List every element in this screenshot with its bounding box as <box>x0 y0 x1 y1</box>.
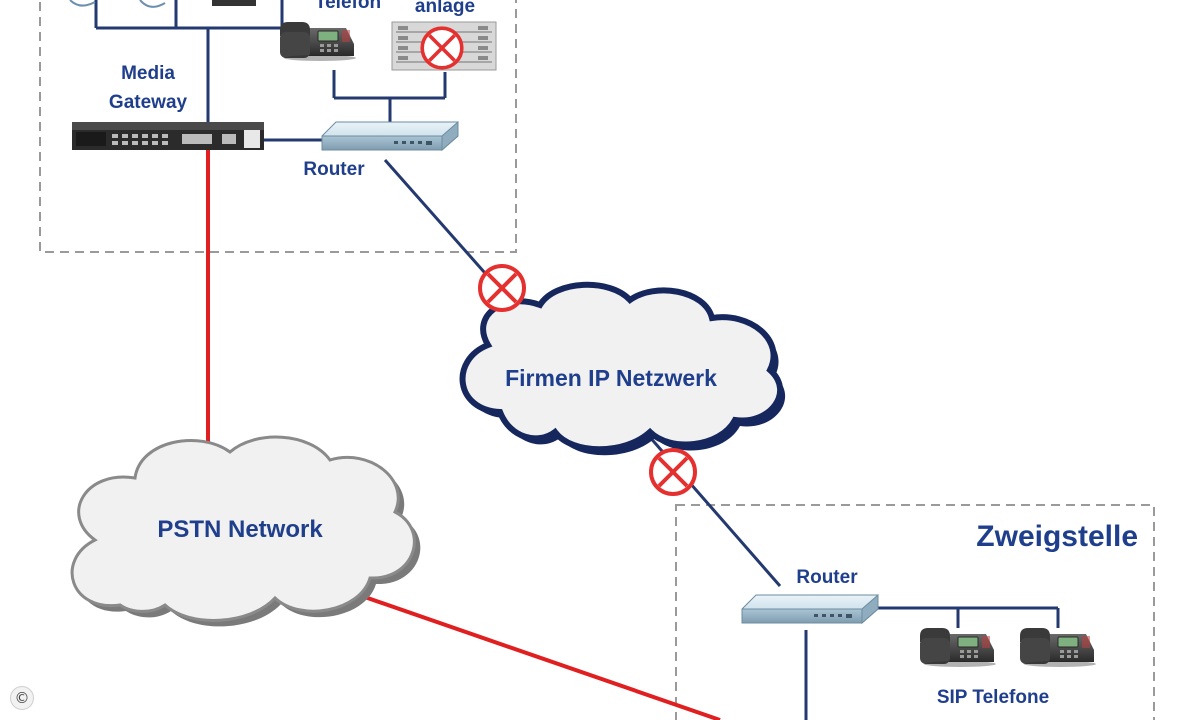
telefon-label: Telefon <box>315 0 381 13</box>
router-branch-label: Router <box>796 567 858 588</box>
headquarters-site-box <box>39 0 517 253</box>
sip-phone-icon-2 <box>1019 627 1097 668</box>
pbx-failure-x-icon <box>420 26 464 70</box>
desk-phone-icon <box>279 21 357 62</box>
cable-fragment-icon <box>69 0 166 8</box>
router-branch-icon <box>741 594 879 624</box>
sip-telefone-label: SIP Telefone <box>937 687 1049 708</box>
media-gateway-label-line1: Media <box>121 63 175 84</box>
branch-site-box <box>675 504 1155 720</box>
pstn-cloud-icon <box>70 435 421 627</box>
media-gateway-label-line2: Gateway <box>109 92 188 113</box>
link-failure-x-icon-bottom <box>649 448 697 496</box>
copyright-icon: © <box>10 686 34 710</box>
link-failure-x-icon-top <box>478 264 526 312</box>
router-main-label: Router <box>303 159 365 180</box>
top-connection-bus <box>94 0 284 132</box>
sip-phone-icon-1 <box>919 627 997 668</box>
media-gateway-icon <box>72 122 264 150</box>
firmen-ip-cloud-icon <box>459 281 786 456</box>
pstn-cloud-label: PSTN Network <box>157 516 323 543</box>
zweigstelle-label: Zweigstelle <box>976 520 1138 553</box>
firmen-ip-cloud-label: Firmen IP Netzwerk <box>505 365 717 391</box>
anlage-label: anlage <box>415 0 475 17</box>
ip-links <box>262 70 1060 720</box>
device-fragment-icon <box>212 0 256 6</box>
router-main-icon <box>321 121 459 151</box>
pstn-links <box>206 144 721 720</box>
